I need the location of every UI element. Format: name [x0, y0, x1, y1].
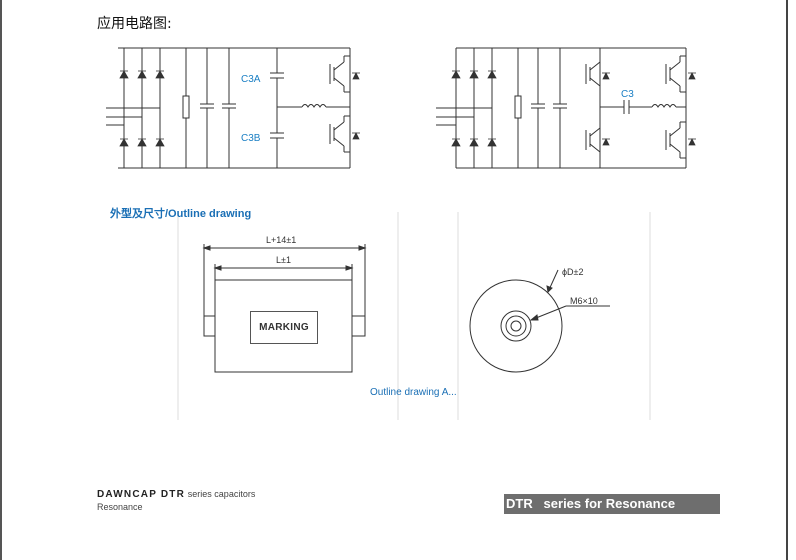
page-right-border — [786, 0, 788, 560]
dim-total-label: L+14±1 — [266, 235, 296, 245]
circuit-diagram-right — [436, 47, 687, 169]
thread-label: M6×10 — [570, 296, 598, 306]
outline-caption: Outline drawing A... — [370, 387, 457, 398]
dim-body-label: L±1 — [276, 255, 291, 265]
series-banner: DTR series for Resonance — [504, 494, 720, 514]
page-left-border — [0, 0, 2, 560]
brand-subtitle: Resonance — [97, 502, 143, 512]
diameter-label: ϕD±2 — [562, 267, 584, 277]
marking-box: MARKING — [250, 311, 318, 344]
brand-suffix: series capacitors — [187, 489, 256, 499]
cap-label-c3a: C3A — [241, 74, 261, 85]
brand-line: DAWNCAP DTR series capacitors — [97, 489, 255, 500]
rectifier-diodes-right — [451, 70, 696, 147]
brand-name: DAWNCAP DTR — [97, 489, 186, 500]
cap-label-c3: C3 — [621, 89, 634, 100]
outline-end-view — [469, 269, 610, 373]
page-heading: 应用电路图: — [97, 16, 172, 32]
outline-section-title: 外型及尺寸/Outline drawing — [110, 208, 252, 220]
cap-label-c3b: C3B — [241, 133, 261, 144]
rectifier-diodes-left — [119, 70, 360, 147]
circuit-diagram-left — [106, 47, 351, 169]
